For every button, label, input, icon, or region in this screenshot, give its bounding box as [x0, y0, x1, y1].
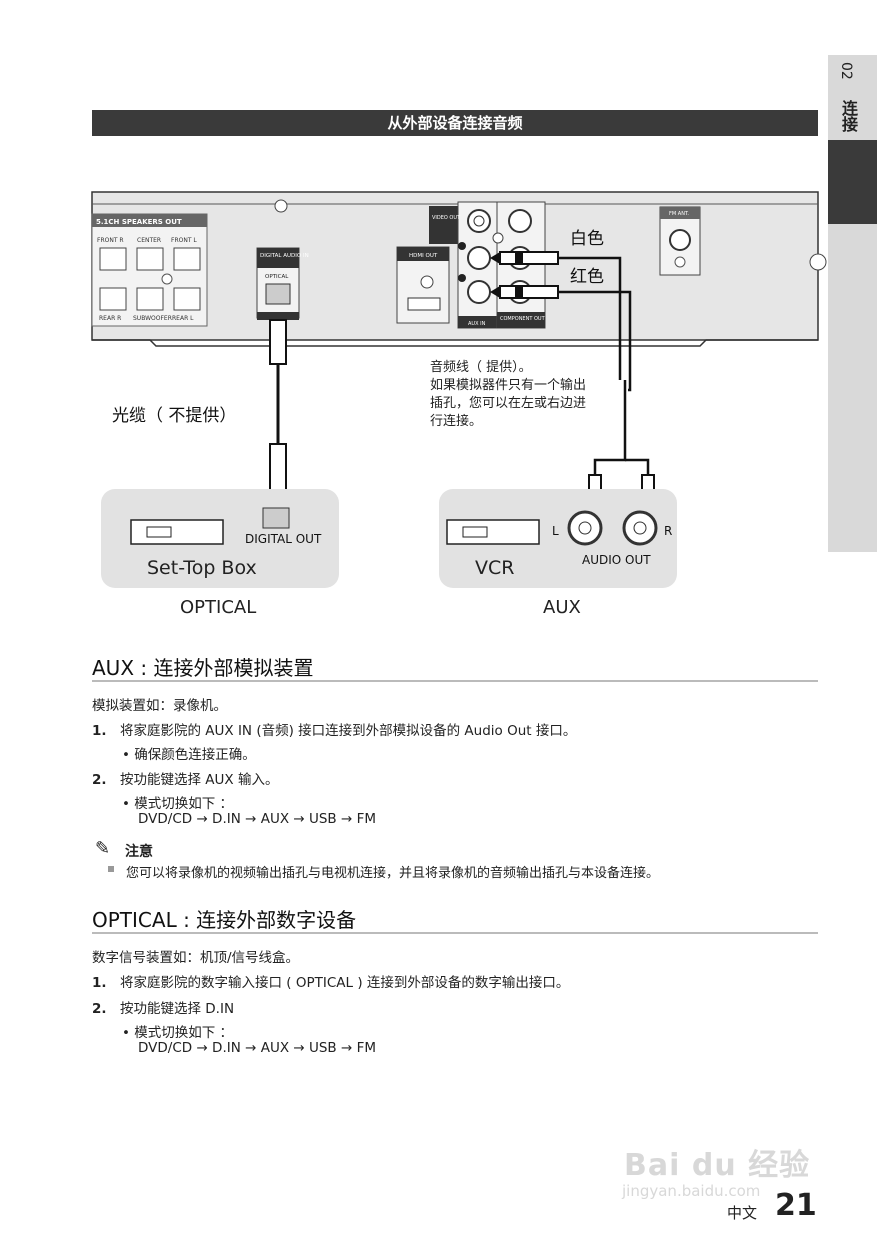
front-r-label: FRONT R [97, 237, 124, 244]
watermark-logo: Bai du 经验 [624, 1148, 811, 1183]
side-tab-marker [828, 140, 877, 224]
aux-heading: AUX : 连接外部模拟装置 [92, 656, 314, 680]
rear-l-label: REAR L [172, 315, 194, 322]
optical-port-label: OPTICAL [265, 274, 289, 280]
rear-r-label: REAR R [99, 315, 121, 322]
note-text: 您可以将录像机的视频输出插孔与电视机连接，并且将录像机的音频输出插孔与本设备连接… [126, 866, 660, 881]
audio-cable-note-line: 插孔，您可以在左或右边进 [430, 396, 587, 411]
aux-step-2-sub: • 模式切换如下 ： [122, 796, 234, 812]
page-number: 21 [775, 1188, 817, 1223]
audio-cable-note: 音频线（ 提供）。 如果模拟器件只有一个输出 插孔，您可以在左或右边进 行连接。 [430, 359, 586, 431]
chapter-label: 连接 [839, 100, 858, 132]
section-banner: 从外部设备连接音频 [92, 110, 818, 136]
white-label: 白色 [570, 229, 604, 249]
optical-intro: 数字信号装置如：机顶/信号线盒。 [92, 950, 300, 966]
speakers-out-block [91, 213, 208, 327]
step-text: 将家庭影院的 AUX IN (音频) 接口连接到外部模拟设备的 Audio Ou… [120, 723, 577, 739]
hdmi-out-block [396, 246, 450, 324]
note-bullet [108, 866, 114, 872]
aux-rule [92, 680, 818, 682]
red-label: 红色 [570, 267, 604, 287]
subwoofer-label: SUBWOOFER [133, 315, 172, 322]
l-label: L [552, 524, 559, 538]
aux-step-1: 1. 将家庭影院的 AUX IN (音频) 接口连接到外部模拟设备的 Audio … [92, 719, 576, 739]
audio-cable-note-line: 音频线（ 提供）。 [430, 360, 532, 375]
digital-out-label: DIGITAL OUT [245, 532, 322, 546]
video-out-label: VIDEO OUT [432, 215, 461, 221]
hdmi-out-label: HDMI OUT [409, 253, 438, 259]
front-l-label: FRONT L [171, 237, 197, 244]
set-top-box-device [130, 507, 290, 545]
optical-heading: OPTICAL : 连接外部数字设备 [92, 908, 357, 932]
optical-caption: OPTICAL [180, 597, 257, 618]
connection-diagram: 5.1CH SPEAKERS OUT FRONT R CENTER FRONT … [91, 191, 827, 588]
aux-caption: AUX [543, 597, 581, 618]
optical-step-2-sub: • 模式切换如下 ： [122, 1025, 234, 1041]
step-number: 1. [92, 975, 107, 991]
fm-ant-label: FM ANT. [669, 211, 689, 217]
vcr-panel [439, 489, 677, 588]
step-text: 将家庭影院的数字输入接口 ( OPTICAL ) 连接到外部设备的数字输出接口。 [120, 975, 570, 991]
optical-cable-label: 光缆（ 不提供） [112, 406, 237, 426]
audio-cable-note-line: 行连接。 [430, 414, 483, 429]
aux-in-label: AUX IN [468, 321, 486, 327]
r-label: R [664, 524, 673, 538]
optical-rule [92, 932, 818, 934]
audio-out-label: AUDIO OUT [582, 553, 651, 567]
step-text: 按功能键选择 D.IN [120, 1001, 235, 1017]
audio-cable [558, 256, 650, 475]
digital-audio-in-label: DIGITAL AUDIO IN [260, 253, 309, 259]
footer-language: 中文 [727, 1204, 758, 1222]
aux-step-2: 2. 按功能键选择 AUX 输入。 [92, 768, 278, 788]
optical-step-2: 2. 按功能键选择 D.IN [92, 997, 234, 1017]
pencil-icon: ✎ [95, 838, 111, 859]
set-top-box-label: Set-Top Box [147, 557, 257, 579]
vcr-device [446, 510, 658, 546]
chapter-number: 02 [838, 62, 854, 80]
side-tab [828, 55, 877, 552]
optical-mode-sequence: DVD/CD → D.IN → AUX → USB → FM [138, 1040, 376, 1056]
rca-plugs [490, 251, 559, 299]
step-number: 1. [92, 723, 107, 739]
optical-step-1: 1. 将家庭影院的数字输入接口 ( OPTICAL ) 连接到外部设备的数字输出接… [92, 971, 569, 991]
fm-ant-block [659, 206, 701, 276]
aux-intro: 模拟装置如：录像机。 [92, 698, 227, 714]
digital-audio-in-block [256, 247, 300, 320]
audio-cable-note-line: 如果模拟器件只有一个输出 [430, 378, 587, 393]
watermark-url: jingyan.baidu.com [622, 1182, 761, 1200]
component-out-label: COMPONENT OUT [500, 316, 546, 322]
step-text: 按功能键选择 AUX 输入。 [120, 772, 279, 788]
vcr-label: VCR [475, 557, 515, 579]
step-number: 2. [92, 772, 107, 788]
step-number: 2. [92, 1001, 107, 1017]
aux-mode-sequence: DVD/CD → D.IN → AUX → USB → FM [138, 811, 376, 827]
speakers-out-label: 5.1CH SPEAKERS OUT [96, 218, 182, 226]
aux-step-1-sub: • 确保颜色连接正确。 [122, 747, 256, 763]
center-label: CENTER [137, 237, 161, 244]
optical-cable [269, 319, 287, 501]
note-title: 注意 [125, 844, 153, 860]
